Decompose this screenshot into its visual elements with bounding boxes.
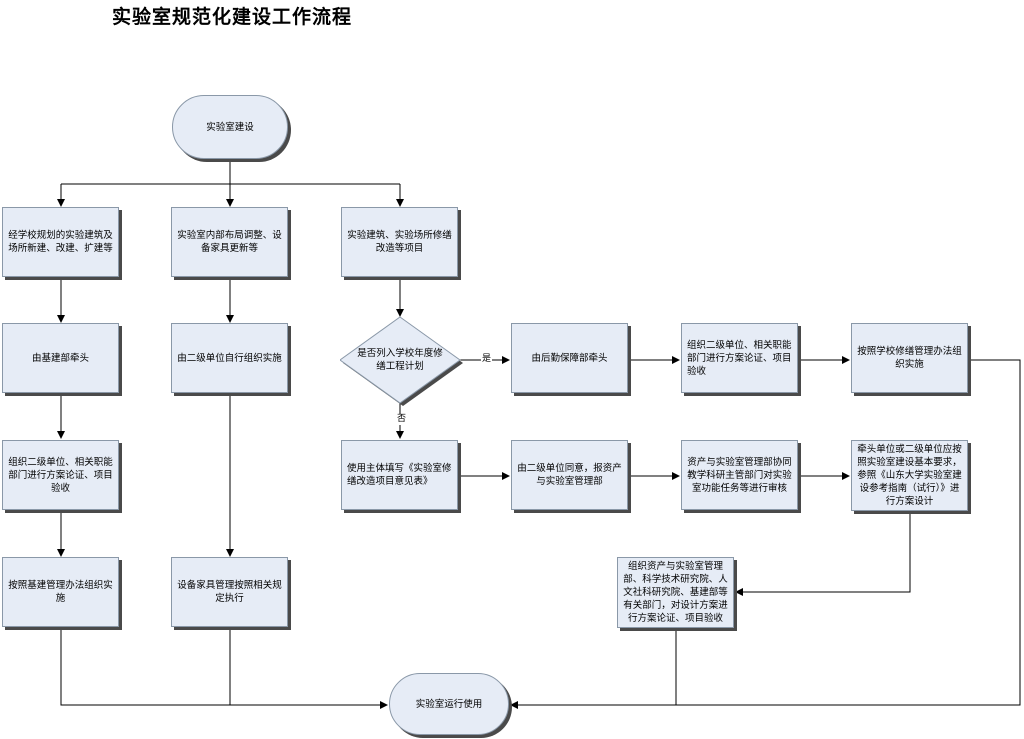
renovation-label: 实验建筑、实验场所修缮改造等项目 [347,230,452,254]
end-node: 实验室运行使用 [389,673,509,735]
unit-approve-node: 由二级单位同意，报资产与实验室管理部 [511,440,628,510]
decision-node: 是否列入学校年度修缮工程计划 [340,316,463,406]
start-node-label: 实验室建设 [206,121,254,133]
new-building-label: 经学校规划的实验建筑及场所新建、改建、扩建等 [8,230,113,254]
infrastructure-lead-node: 由基建部牵头 [2,323,119,393]
function-audit-label: 资产与实验室管理部协同教学科研主管部门对实验室功能任务等进行审核 [687,456,792,494]
end-node-label: 实验室运行使用 [415,698,483,710]
layout-adjust-node: 实验室内部布局调整、设备家具更新等 [171,207,288,277]
no-label: 否 [396,414,408,425]
layout-adjust-label: 实验室内部布局调整、设备家具更新等 [177,230,282,254]
renovation-node: 实验建筑、实验场所修缮改造等项目 [341,207,458,277]
left-review-label: 组织二级单位、相关职能部门进行方案论证、项目验收 [8,456,113,494]
edge-f2-g [735,512,911,596]
logistics-lead-label: 由后勤保障部牵头 [531,352,608,364]
start-node: 实验室建设 [172,95,288,159]
repair-implement-node: 按照学校修缮管理办法组织实施 [851,323,968,393]
self-implement-label: 由二级单位自行组织实施 [177,352,282,364]
edge-a4-end [60,628,388,709]
new-building-node: 经学校规划的实验建筑及场所新建、改建、扩建等 [2,207,119,277]
repair-implement-label: 按照学校修缮管理办法组织实施 [857,346,962,370]
edge-f1-end [510,359,1021,709]
page-title: 实验室规范化建设工作流程 [112,6,353,28]
equipment-rules-node: 设备家具管理按照相关规定执行 [171,557,288,627]
right-review-node: 组织二级单位、相关职能部门进行方案论证、项目验收 [681,323,798,393]
design-plan-label: 牵头单位或二级单位应按照实验室建设基本要求，参照《山东大学实验室建设参考指南（试… [857,444,962,507]
decision-label: 是否列入学校年度修缮工程计划 [357,348,443,372]
equipment-rules-label: 设备家具管理按照相关规定执行 [177,580,282,604]
yes-label: 是 [481,354,493,365]
infrastructure-implement-node: 按照基建管理办法组织实施 [2,557,119,627]
unit-approve-label: 由二级单位同意，报资产与实验室管理部 [517,463,622,487]
right-review-label: 组织二级单位、相关职能部门进行方案论证、项目验收 [687,339,792,377]
fill-form-label: 使用主体填写《实验室修缮改造项目意见表》 [347,463,452,487]
left-review-node: 组织二级单位、相关职能部门进行方案论证、项目验收 [2,440,119,510]
infrastructure-lead-label: 由基建部牵头 [31,352,89,364]
infrastructure-implement-label: 按照基建管理办法组织实施 [8,580,113,604]
logistics-lead-node: 由后勤保障部牵头 [511,323,628,393]
joint-review-node: 组织资产与实验室管理部、科学技术研究院、人文社科研究院、基建部等有关部门，对设计… [617,557,734,628]
self-implement-node: 由二级单位自行组织实施 [171,323,288,393]
joint-review-label: 组织资产与实验室管理部、科学技术研究院、人文社科研究院、基建部等有关部门，对设计… [623,561,728,624]
design-plan-node: 牵头单位或二级单位应按照实验室建设基本要求，参照《山东大学实验室建设参考指南（试… [851,440,968,511]
fill-form-node: 使用主体填写《实验室修缮改造项目意见表》 [341,440,458,510]
function-audit-node: 资产与实验室管理部协同教学科研主管部门对实验室功能任务等进行审核 [681,440,798,510]
